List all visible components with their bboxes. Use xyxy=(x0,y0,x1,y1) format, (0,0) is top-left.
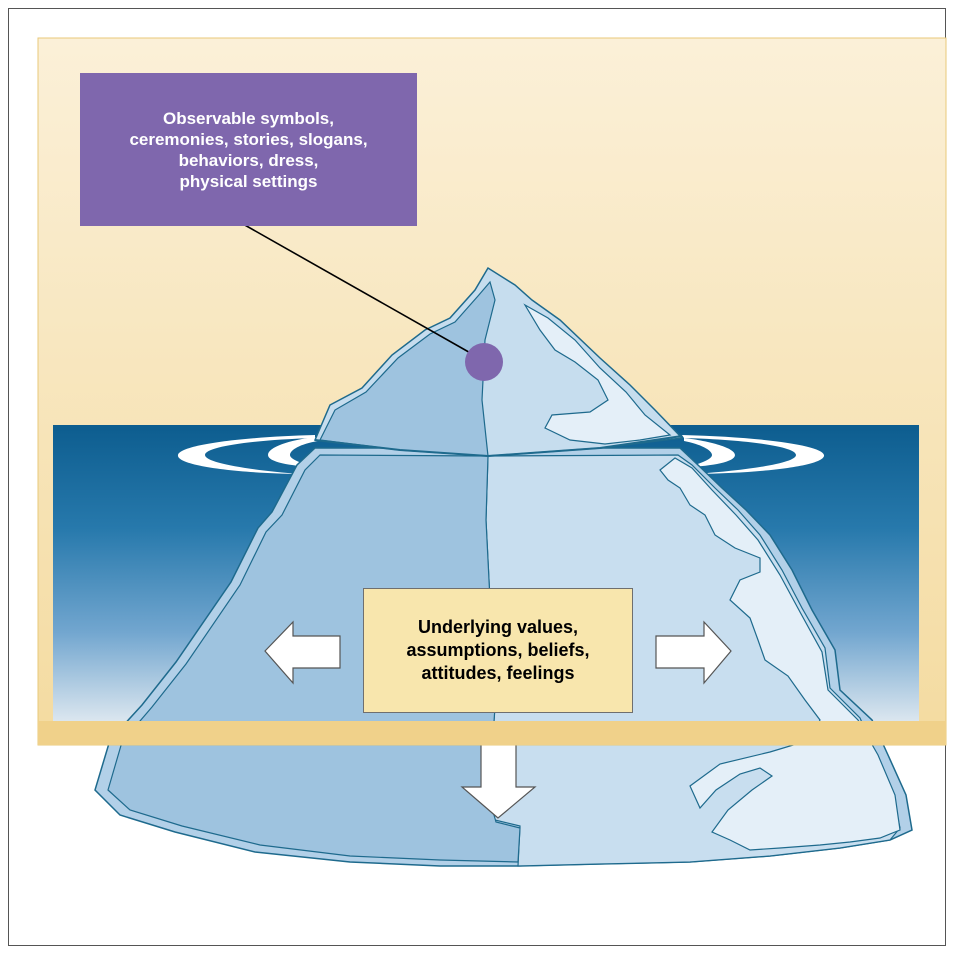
surface-line: physical settings xyxy=(179,171,318,191)
surface-line: ceremonies, stories, slogans, xyxy=(129,129,368,149)
iceberg-highlight-right xyxy=(659,457,901,851)
surface-line: Observable symbols, xyxy=(162,108,334,128)
underlying-line: assumptions, beliefs, xyxy=(406,640,590,660)
left-arrow-icon xyxy=(264,620,341,685)
underlying-culture-box: Underlying values, assumptions, beliefs,… xyxy=(363,588,633,713)
underlying-line: Underlying values, xyxy=(417,617,579,637)
iceberg-tip-shade xyxy=(319,280,496,457)
waterline xyxy=(314,435,683,458)
underlying-line: attitudes, feelings xyxy=(421,663,575,683)
underlying-culture-text: Underlying values, assumptions, beliefs,… xyxy=(406,616,589,685)
connector-dot-icon xyxy=(465,343,503,381)
bottom-band xyxy=(38,721,946,745)
right-arrow-icon xyxy=(655,620,732,685)
iceberg-tip-highlight xyxy=(523,303,672,445)
surface-culture-box: Observable symbols, ceremonies, stories,… xyxy=(80,73,417,226)
surface-culture-text: Observable symbols, ceremonies, stories,… xyxy=(121,108,375,192)
surface-line: behaviors, dress, xyxy=(178,150,319,170)
connector-line xyxy=(242,223,475,356)
